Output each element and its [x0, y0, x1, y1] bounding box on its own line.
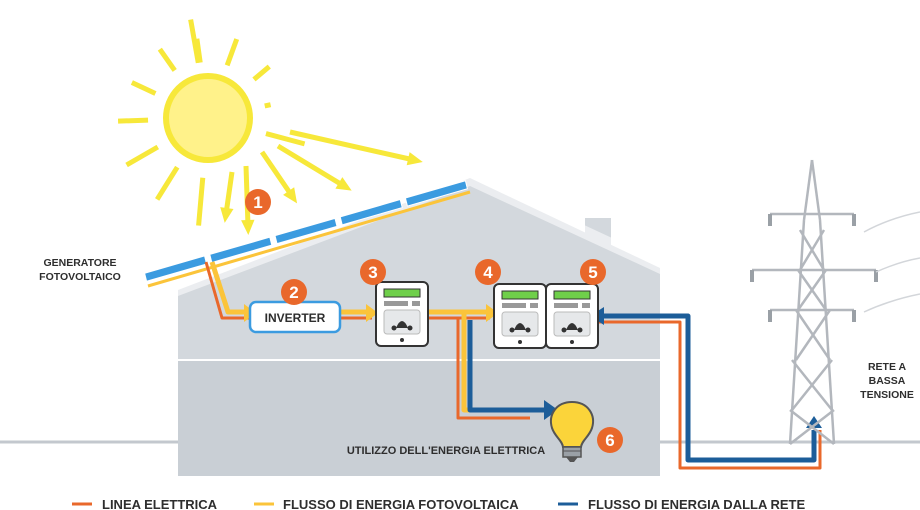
inverter-label: INVERTER: [265, 311, 326, 325]
sun-ray: [264, 102, 272, 109]
sun-ray: [265, 131, 306, 147]
sun-ray-arrow: [289, 129, 415, 163]
tower-insulator: [852, 310, 856, 322]
tower-insulator: [768, 310, 772, 322]
meter-4: [493, 283, 547, 349]
grid-label-line2: BASSA: [869, 375, 906, 387]
meter-digits: [554, 303, 578, 308]
light-bulb-icon: [550, 400, 594, 462]
sun-ray-arrow: [259, 150, 295, 198]
sun-ray: [125, 144, 160, 168]
tower-insulator: [852, 214, 856, 226]
meter-display: [383, 288, 421, 298]
sun-ray: [155, 165, 180, 201]
sun-ray: [252, 64, 271, 82]
pv-flow-arrow-meter3: [366, 304, 378, 322]
step-badges: 1 2 3 4 5 6: [245, 189, 623, 453]
step-badge-2: [281, 279, 307, 305]
bulb-base: [562, 446, 582, 458]
grid-flow-lines: [467, 313, 817, 463]
tower-strut: [789, 409, 835, 445]
meter-digits: [384, 301, 408, 306]
tower-strut: [802, 159, 814, 221]
meter-display: [501, 290, 539, 300]
meter-digits: [502, 303, 526, 308]
panel-rail: [147, 190, 471, 288]
sun-ray: [130, 80, 157, 96]
sun-ray: [117, 117, 149, 124]
step-badge-1: [245, 189, 271, 215]
sun-rays: [117, 19, 423, 235]
solar-panel: [404, 180, 468, 207]
usage-label: UTILIZZO DELL'ENERGIA ELETTRICA: [347, 445, 545, 457]
sun-ray-arrowhead: [241, 219, 255, 235]
tower-strut: [796, 269, 828, 311]
grid-flow-arrow-usage: [544, 400, 558, 420]
tower-insulator: [874, 270, 878, 282]
grid-flow-to-usage: [467, 320, 544, 413]
sun-ray-arrow: [223, 171, 235, 215]
step-badge-4: [475, 259, 501, 285]
step-badge-3: [360, 259, 386, 285]
meter-dial-icon: [396, 321, 408, 328]
line-panel-to-inverter: [204, 261, 250, 320]
legend-label-electric: LINEA ELETTRICA: [102, 497, 218, 510]
step-badge-6: [597, 427, 623, 453]
electric-lines: [204, 261, 822, 470]
sun-ray-arrowhead: [406, 152, 423, 166]
meter-dial-icon: [514, 323, 526, 330]
step-badge-number: 3: [368, 263, 377, 282]
step-badge-number: 5: [588, 263, 597, 282]
sun: [117, 19, 423, 235]
sun-ray: [157, 47, 177, 72]
tower-strut: [788, 219, 806, 445]
step-badge-number: 2: [289, 283, 298, 302]
pv-flow-arrow-meter4: [486, 304, 498, 322]
sun-ray-arrowhead: [283, 187, 298, 204]
pv-flow-panel-inverter: [209, 261, 246, 315]
legend-label-grid: FLUSSO DI ENERGIA DALLA RETE: [588, 497, 805, 510]
tower-insulator: [750, 270, 754, 282]
tower-strut: [798, 229, 826, 271]
step-badge-number: 1: [253, 193, 262, 212]
line-grid-orange: [598, 320, 822, 470]
solar-panel: [339, 198, 403, 226]
grid-label-line3: TENSIONE: [860, 389, 914, 401]
sun-ray-arrowhead: [335, 177, 352, 191]
legend-label-pv: FLUSSO DI ENERGIA FOTOVOLTAICA: [283, 497, 519, 510]
sun-ray: [224, 38, 240, 67]
meter-dial-icon: [566, 323, 578, 330]
inverter: INVERTER: [248, 300, 342, 334]
tower-strut: [810, 159, 822, 221]
tower-strut: [794, 309, 832, 361]
solar-panel: [274, 217, 338, 245]
sun-disc: [163, 73, 253, 163]
step-badge-number: 6: [605, 431, 614, 450]
transmission-tower: [750, 159, 878, 445]
generator-label-line2: FOTOVOLTAICO: [39, 271, 121, 283]
meter-5: [545, 283, 599, 349]
sun-ray: [194, 38, 203, 63]
grid-flow-tower-to-meter5: [602, 313, 817, 463]
power-cables: [863, 211, 920, 313]
solar-panel: [209, 236, 273, 264]
grid-label-line1: RETE A: [868, 361, 907, 373]
tower-strut: [818, 219, 836, 445]
generator-label-line1: GENERATORE: [43, 257, 116, 269]
legend: LINEA ELETTRICA FLUSSO DI ENERGIA FOTOVO…: [72, 497, 805, 510]
step-badge-5: [580, 259, 606, 285]
meter-display: [553, 290, 591, 300]
meter-3: [375, 281, 429, 347]
sun-ray-arrowhead: [220, 207, 234, 223]
tower-strut: [791, 359, 833, 411]
tower-insulator: [768, 214, 772, 226]
sun-ray-arrow: [276, 143, 346, 189]
step-badge-number: 4: [483, 263, 493, 282]
sun-ray: [196, 177, 206, 226]
line-to-usage: [456, 318, 530, 420]
